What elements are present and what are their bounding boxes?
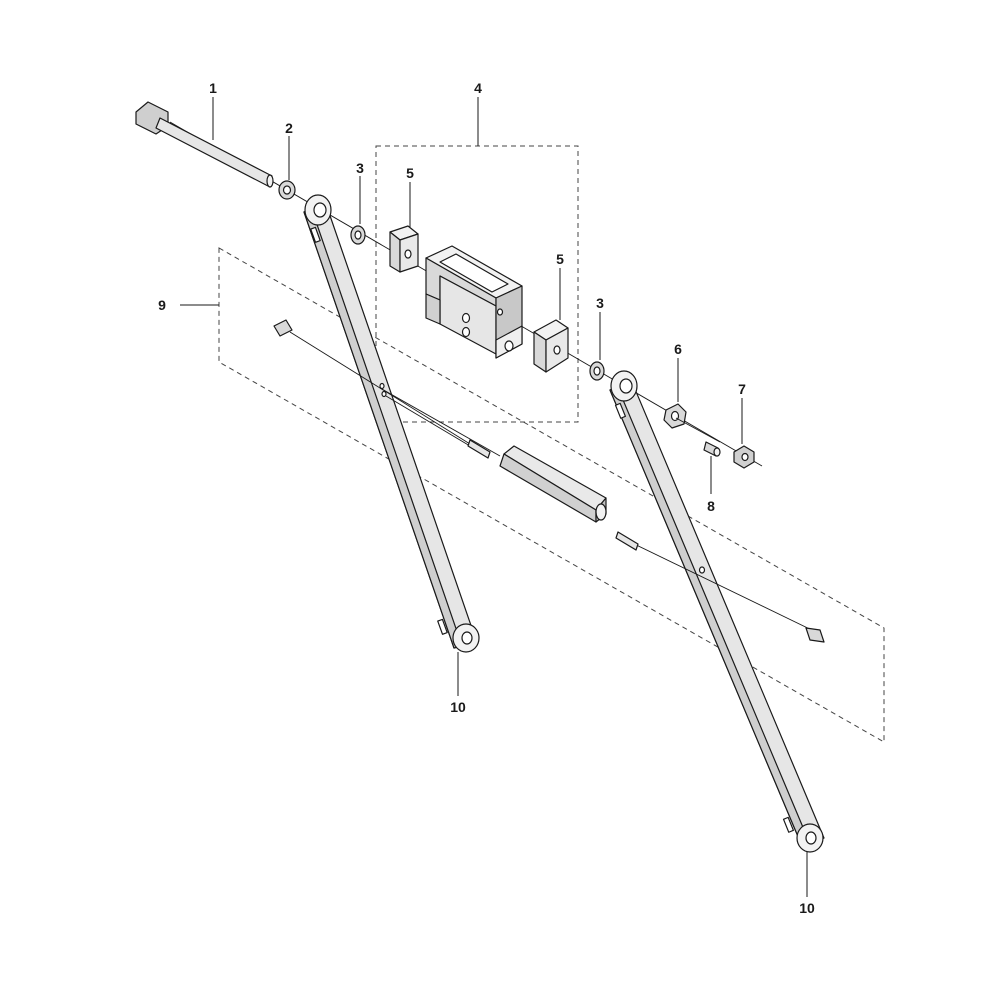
part-5-block-right bbox=[533, 319, 569, 373]
callout-3-right: 3 bbox=[596, 295, 604, 311]
callout-9: 9 bbox=[158, 297, 166, 313]
callout-7: 7 bbox=[738, 381, 746, 397]
part-10-arm-right bbox=[609, 370, 825, 853]
callout-10-left: 10 bbox=[450, 699, 466, 715]
callout-6: 6 bbox=[674, 341, 682, 357]
callout-10-right: 10 bbox=[799, 900, 815, 916]
callout-8: 8 bbox=[707, 498, 715, 514]
group-box-4 bbox=[375, 145, 579, 423]
part-1-bolt bbox=[135, 101, 274, 188]
part-7-nut bbox=[733, 445, 755, 469]
callout-5-right: 5 bbox=[556, 251, 564, 267]
part-5-block-left bbox=[389, 225, 419, 273]
leader-lines bbox=[180, 97, 808, 897]
part-6-eccentric-washer bbox=[663, 403, 721, 443]
callout-1: 1 bbox=[209, 80, 217, 96]
part-2-washer bbox=[278, 180, 296, 200]
callout-4: 4 bbox=[474, 80, 482, 96]
callout-5-left: 5 bbox=[406, 165, 414, 181]
part-3-washer-right bbox=[589, 361, 605, 381]
callout-3-left: 3 bbox=[356, 160, 364, 176]
part-3-washer-left bbox=[350, 225, 366, 245]
part-9-gas-strut-assembly bbox=[273, 319, 825, 643]
callout-2: 2 bbox=[285, 120, 293, 136]
group-box-9 bbox=[218, 247, 885, 743]
part-4-bracket bbox=[425, 245, 523, 359]
part-10-arm-left bbox=[303, 194, 480, 653]
part-8-set-screw bbox=[703, 441, 721, 457]
